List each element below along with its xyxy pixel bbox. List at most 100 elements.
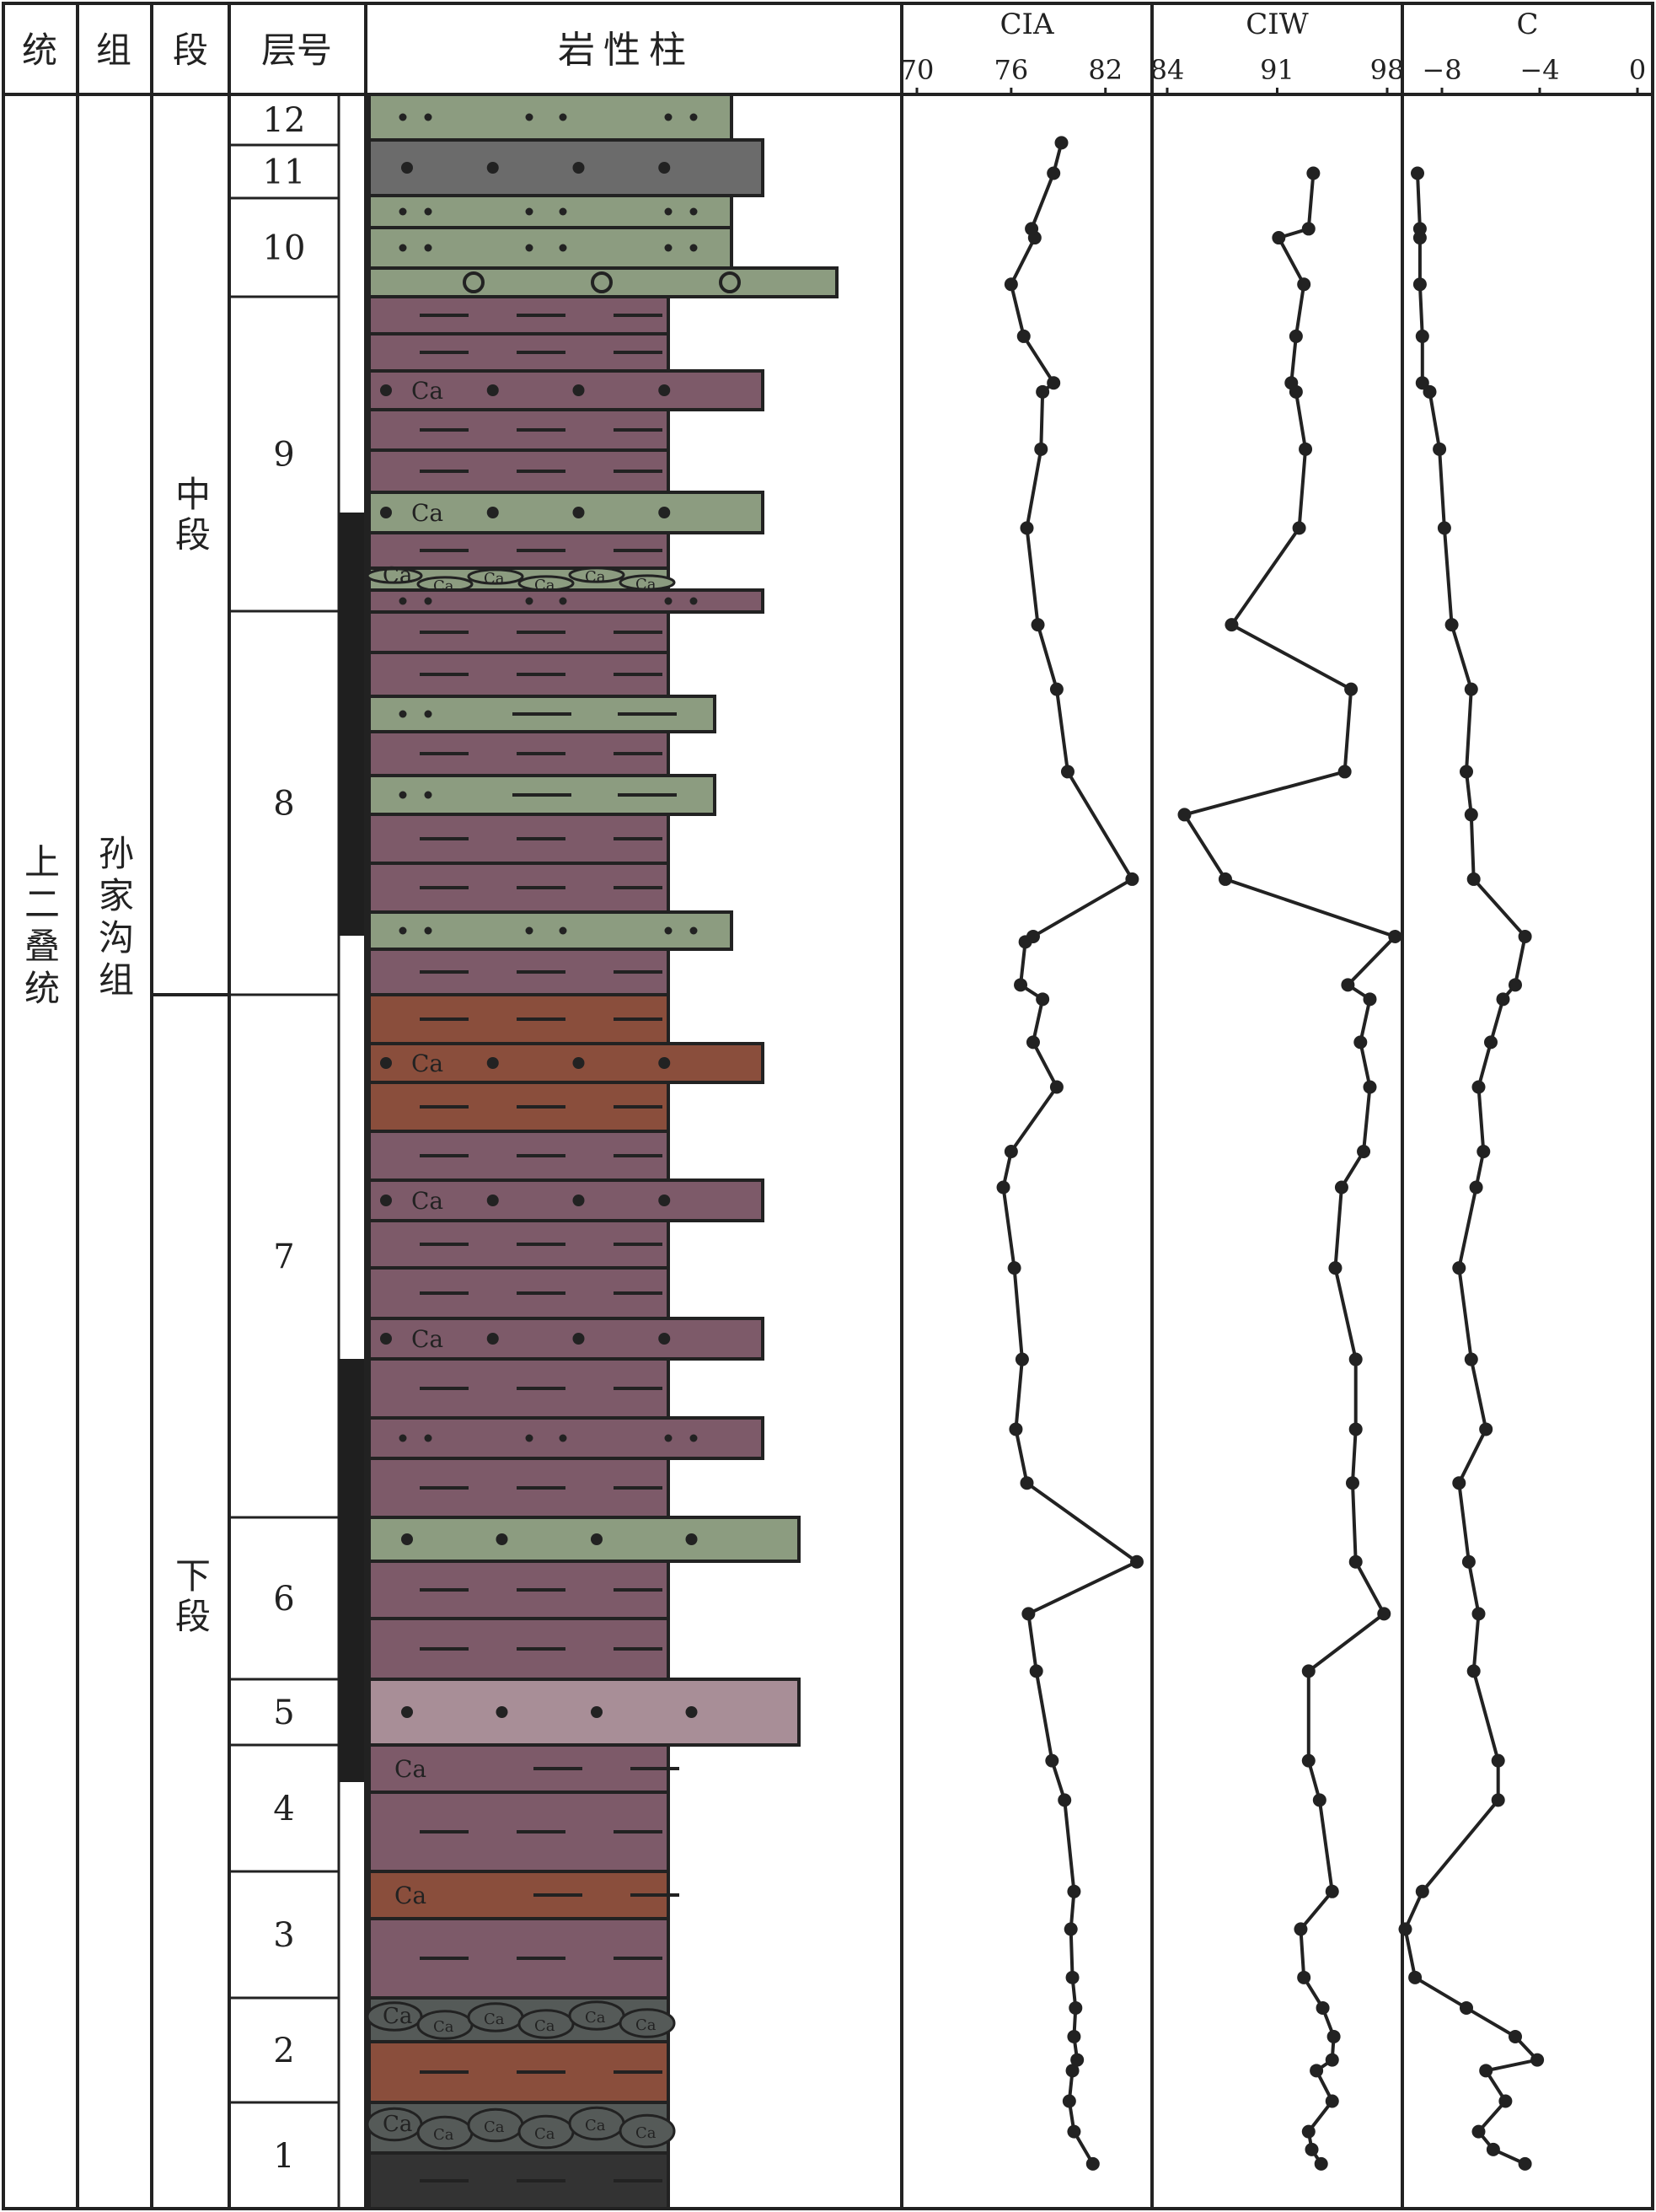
sand-dot bbox=[689, 244, 698, 252]
lithology-bed bbox=[367, 910, 733, 951]
data-point bbox=[1284, 376, 1299, 390]
data-point bbox=[1049, 1080, 1064, 1094]
sand-dot bbox=[525, 926, 533, 935]
sand-dot bbox=[496, 1533, 508, 1545]
ca-symbol: Ca bbox=[394, 1755, 426, 1783]
header-member: 段 bbox=[173, 30, 208, 71]
layer-number: 1 bbox=[273, 2137, 294, 2176]
ca-symbol: Ca bbox=[635, 2016, 657, 2034]
chart-title: C bbox=[1516, 8, 1538, 41]
data-point bbox=[1348, 1422, 1363, 1436]
lithology-bed bbox=[367, 651, 670, 698]
ca-symbol: Ca bbox=[484, 2011, 505, 2028]
sand-dot bbox=[591, 1706, 603, 1718]
data-point bbox=[1325, 1884, 1339, 1898]
sand-dot bbox=[424, 207, 432, 216]
layer-number: 9 bbox=[273, 436, 294, 475]
sand-dot bbox=[399, 791, 407, 799]
tick-label: 76 bbox=[994, 54, 1028, 86]
data-point bbox=[1312, 1793, 1326, 1807]
chart-title: CIW bbox=[1246, 8, 1308, 41]
data-point bbox=[1484, 1035, 1498, 1050]
data-point bbox=[1177, 808, 1192, 822]
data-point bbox=[1408, 1970, 1423, 1984]
data-point bbox=[1437, 521, 1451, 535]
ca-symbol: Ca bbox=[394, 1882, 426, 1909]
lithology-bed bbox=[367, 1081, 670, 1133]
data-point bbox=[1047, 376, 1061, 390]
data-point bbox=[1065, 1970, 1080, 1984]
lithology-bed bbox=[367, 813, 670, 865]
sand-dot bbox=[486, 162, 499, 174]
ca-symbol: Ca bbox=[383, 2004, 412, 2029]
sand-dot bbox=[380, 384, 392, 396]
lithology-bed bbox=[367, 138, 764, 197]
lithology-bed bbox=[367, 448, 670, 494]
lithology-bed bbox=[367, 1416, 764, 1460]
data-point bbox=[1070, 2053, 1085, 2067]
lithology-bed bbox=[367, 948, 670, 996]
data-point bbox=[1460, 765, 1473, 779]
lithology-bed: Ca bbox=[367, 369, 764, 411]
lithology-bed bbox=[367, 1357, 670, 1420]
sand-dot bbox=[591, 1533, 603, 1545]
sand-dot bbox=[559, 244, 567, 252]
data-point bbox=[1461, 1554, 1476, 1569]
data-point bbox=[1325, 2094, 1339, 2108]
data-point bbox=[1466, 1664, 1481, 1678]
data-point bbox=[1294, 1922, 1308, 1936]
ca-symbol: Ca bbox=[635, 2124, 657, 2142]
data-point bbox=[1509, 2029, 1522, 2043]
layer-cell bbox=[228, 93, 340, 147]
data-point bbox=[1412, 277, 1427, 292]
data-point bbox=[1064, 1922, 1078, 1936]
lithology-bed bbox=[367, 332, 670, 373]
data-point bbox=[1388, 929, 1402, 943]
data-point bbox=[1464, 1352, 1478, 1366]
lithology-bed: Ca bbox=[367, 1178, 764, 1222]
layer-number: 6 bbox=[273, 1580, 294, 1619]
layer-cell bbox=[228, 1996, 340, 2104]
data-point bbox=[1004, 277, 1018, 292]
lithology-bed bbox=[367, 408, 670, 452]
sand-dot bbox=[399, 710, 407, 718]
lithology-bed bbox=[367, 295, 670, 336]
lithology-bed bbox=[367, 588, 764, 614]
data-point bbox=[1299, 442, 1313, 456]
sand-dot bbox=[486, 1195, 499, 1206]
header-formation: 组 bbox=[96, 30, 131, 71]
data-point bbox=[1067, 2029, 1081, 2043]
ca-symbol: Ca bbox=[383, 2112, 412, 2137]
lithology-bed bbox=[367, 1516, 801, 1563]
lithology-bed bbox=[367, 1457, 670, 1519]
gravel-circle bbox=[463, 271, 485, 293]
data-point bbox=[1036, 384, 1050, 399]
data-point bbox=[1218, 872, 1232, 886]
data-point bbox=[1065, 2064, 1080, 2078]
data-point bbox=[1363, 1080, 1377, 1094]
data-point bbox=[1047, 166, 1061, 180]
data-point bbox=[1026, 1035, 1040, 1050]
sand-dot bbox=[664, 207, 673, 216]
sand-dot bbox=[401, 162, 413, 174]
sand-dot bbox=[399, 597, 407, 605]
sand-dot bbox=[664, 113, 673, 121]
data-point bbox=[1486, 2142, 1500, 2156]
sand-dot bbox=[559, 207, 567, 216]
tick-label: −8 bbox=[1422, 54, 1461, 86]
lithology-bed bbox=[367, 1791, 670, 1873]
lithology-bed: Ca bbox=[367, 1743, 679, 1794]
lithology-bed bbox=[367, 2151, 670, 2210]
sand-dot bbox=[525, 207, 533, 216]
lithology-bed bbox=[367, 695, 716, 733]
data-point bbox=[1272, 231, 1286, 245]
ca-symbol: Ca bbox=[383, 563, 412, 588]
data-point bbox=[1125, 872, 1139, 886]
data-point bbox=[1433, 442, 1447, 456]
data-point bbox=[1496, 992, 1510, 1007]
sand-dot bbox=[685, 1706, 698, 1718]
ca-symbol: Ca bbox=[534, 2017, 555, 2035]
data-point bbox=[1020, 1476, 1034, 1490]
